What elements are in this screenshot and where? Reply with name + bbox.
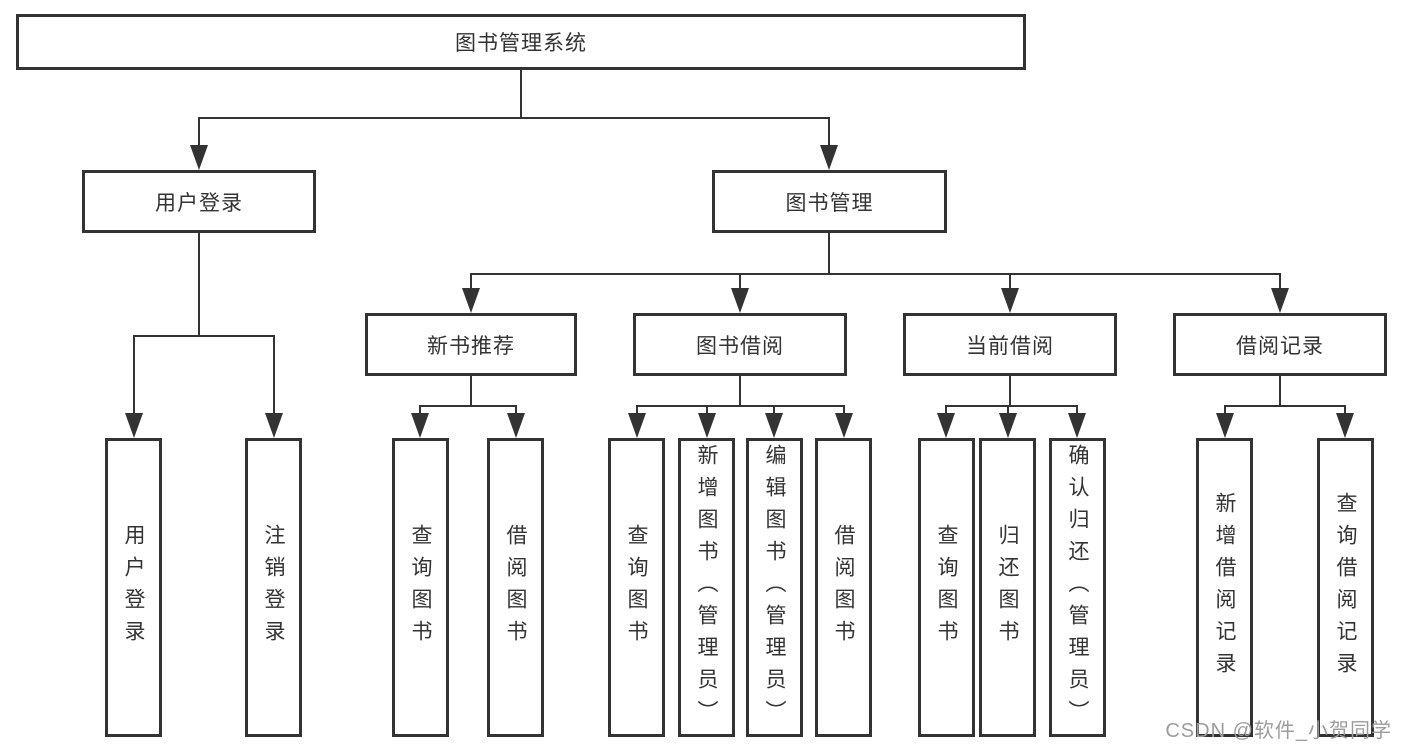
arrowhead-down [507,413,525,438]
connector-to-leaf [636,405,638,414]
arrowhead-down [1216,413,1234,438]
leaf-return-books: 归还图书 [979,438,1036,737]
connector-to-book-management [828,117,830,146]
leaf-add-borrow-record: 新增借阅记录 [1196,438,1253,737]
arrowhead-down [698,413,716,438]
leaf-recommend-borrow-books-label: 借阅图书 [504,523,527,652]
connector-to-leaf [945,405,947,414]
watermark-text: CSDN @软件_小贺同学 [1165,720,1392,742]
connector-to-leaf [843,405,845,414]
connector-to-leaf [273,335,275,414]
node-user-login: 用户登录 [82,170,316,233]
leaf-recommend-borrow-books: 借阅图书 [487,438,544,737]
leaf-edit-books-admin: 编辑图书（管理员） [746,438,803,737]
leaf-recommend-query-books-label: 查询图书 [409,523,432,652]
arrowhead-down [731,288,749,313]
leaf-confirm-return-admin-label: 确认归还（管理员） [1066,443,1089,732]
connector-to-current-borrow [1009,273,1011,289]
connector-to-leaf [1076,405,1078,414]
leaf-recommend-query-books: 查询图书 [392,438,449,737]
node-current-borrow-label: 当前借阅 [966,334,1054,358]
connector-borrow-records-hline [1224,405,1346,407]
connector-new-book-down [470,376,472,407]
arrowhead-down [462,288,480,313]
leaf-add-books-admin-label: 新增图书（管理员） [695,443,718,732]
connector-level3-hline [470,273,1281,275]
node-current-borrow: 当前借阅 [903,313,1117,376]
arrowhead-down [1068,413,1086,438]
arrowhead-down [835,413,853,438]
leaf-add-books-admin: 新增图书（管理员） [678,438,735,737]
connector-to-leaf [1344,405,1346,414]
connector-level2-hline [198,117,830,119]
connector-trunk [520,70,522,118]
connector-user-login-hline [133,335,275,337]
arrowhead-down [411,413,429,438]
leaf-borrow-books-label: 借阅图书 [832,523,855,652]
connector-to-user-login [198,117,200,146]
node-new-book-recommend: 新书推荐 [365,313,577,376]
arrowhead-down [937,413,955,438]
arrowhead-down [628,413,646,438]
connector-user-login-down [198,233,200,337]
connector-to-new-book [470,273,472,289]
node-root: 图书管理系统 [16,14,1026,70]
connector-to-leaf [515,405,517,414]
connector-book-management-down [828,233,830,275]
leaf-add-borrow-record-label: 新增借阅记录 [1213,491,1236,684]
node-book-management-label: 图书管理 [785,191,874,215]
connector-book-borrow-down [739,376,741,407]
node-borrow-records: 借阅记录 [1173,313,1387,376]
connector-to-borrow-records [1279,273,1281,289]
arrowhead-down [125,413,143,438]
leaf-logout-label: 注销登录 [262,523,285,652]
arrowhead-down [999,413,1017,438]
leaf-return-books-label: 归还图书 [996,523,1019,652]
connector-to-leaf [1007,405,1009,414]
node-book-management: 图书管理 [712,170,947,233]
connector-to-leaf [706,405,708,414]
node-book-borrow-label: 图书借阅 [696,334,784,358]
connector-new-book-hline [419,405,517,407]
connector-to-leaf [419,405,421,414]
leaf-borrow-books: 借阅图书 [815,438,872,737]
connector-to-leaf [133,335,135,414]
connector-book-borrow-hline [636,405,845,407]
connector-borrow-records-down [1279,376,1281,407]
leaf-borrow-query-books-label: 查询图书 [625,523,648,652]
node-new-book-recommend-label: 新书推荐 [427,334,515,358]
leaf-user-login-label: 用户登录 [122,523,145,652]
leaf-logout: 注销登录 [245,438,302,737]
connector-to-book-borrow [739,273,741,289]
arrowhead-down [820,145,838,170]
connector-to-leaf [773,405,775,414]
leaf-confirm-return-admin: 确认归还（管理员） [1049,438,1106,737]
arrowhead-down [765,413,783,438]
leaf-query-borrow-record: 查询借阅记录 [1317,438,1374,737]
leaf-user-login: 用户登录 [105,438,162,737]
arrowhead-down [1001,288,1019,313]
leaf-current-query-books: 查询图书 [918,438,975,737]
leaf-edit-books-admin-label: 编辑图书（管理员） [763,443,786,732]
node-root-label: 图书管理系统 [455,32,587,55]
connector-current-borrow-hline [945,405,1078,407]
arrowhead-down [1271,288,1289,313]
connector-to-leaf [1224,405,1226,414]
leaf-query-borrow-record-label: 查询借阅记录 [1334,491,1357,684]
arrowhead-down [265,413,283,438]
leaf-current-query-books-label: 查询图书 [935,523,958,652]
connector-current-borrow-down [1009,376,1011,407]
node-book-borrow: 图书借阅 [633,313,847,376]
arrowhead-down [1336,413,1354,438]
leaf-borrow-query-books: 查询图书 [608,438,665,737]
arrowhead-down [190,145,208,170]
node-borrow-records-label: 借阅记录 [1236,334,1324,358]
node-user-login-label: 用户登录 [155,191,243,215]
